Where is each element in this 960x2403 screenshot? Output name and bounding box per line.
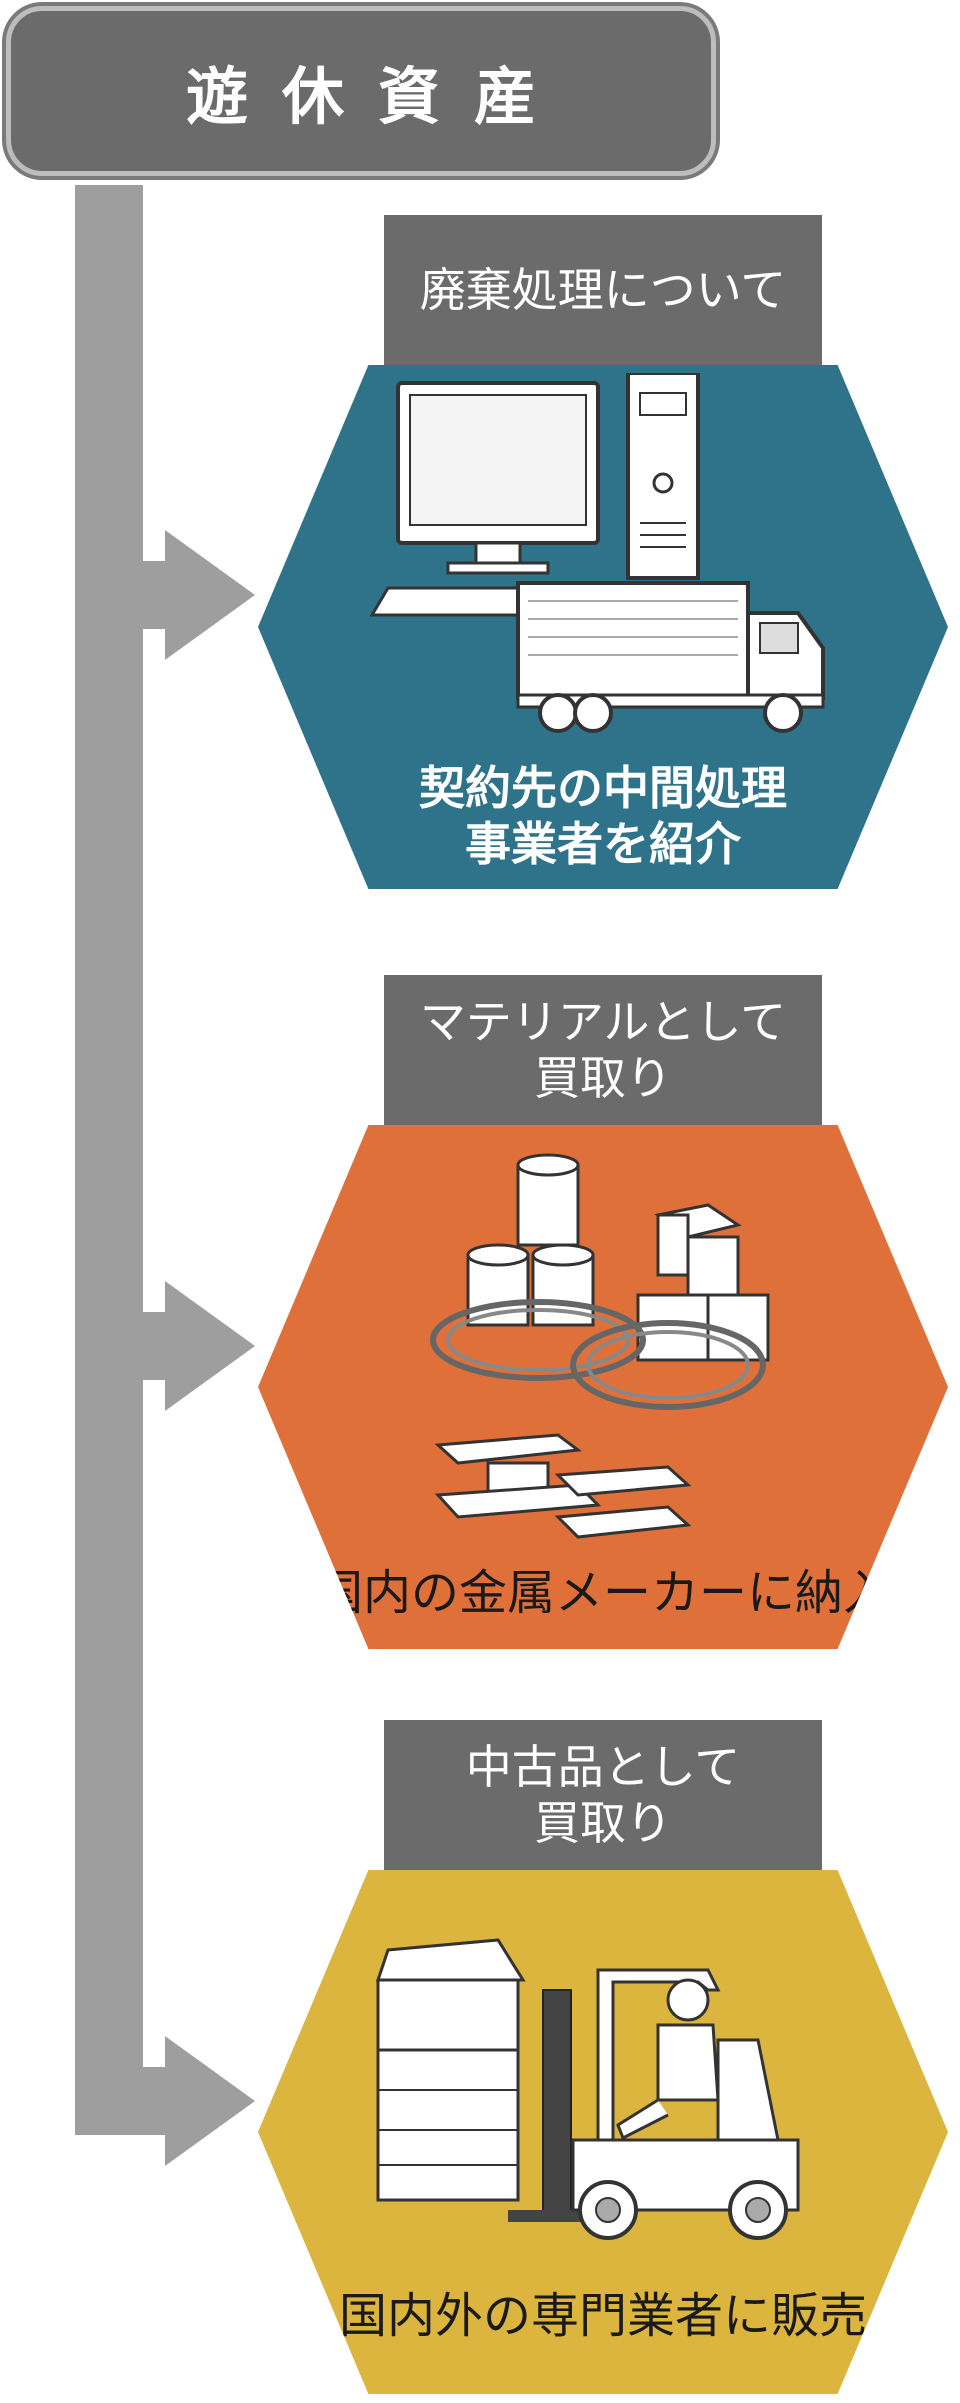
flow-spine (75, 185, 143, 2135)
flow-arrowhead-2 (165, 1281, 255, 1411)
flow-branch-1 (75, 561, 175, 629)
section-3-label: 中古品として 買取り (384, 1720, 822, 1870)
section-1-label: 廃棄処理について (384, 215, 822, 365)
section-2-hexagon: 国内の金属メーカーに納入 (258, 1125, 948, 1649)
metal-materials-icon (430, 1153, 770, 1539)
section-2-caption: 国内の金属メーカーに納入 (314, 1565, 891, 1621)
section-3-hexagon: 国内外の専門業者に販売 (258, 1870, 948, 2394)
title-box: 遊休資産 (6, 6, 716, 176)
flow-arrowhead-1 (165, 530, 255, 660)
computer-and-truck-icon (369, 373, 825, 733)
section-1-hexagon: 契約先の中間処理 事業者を紹介 (258, 365, 948, 889)
page-title: 遊休資産 (185, 60, 570, 133)
section-3-caption: 国内外の専門業者に販売 (338, 2288, 867, 2344)
section-1-caption: 契約先の中間処理 事業者を紹介 (419, 761, 787, 871)
flow-arrowhead-3 (165, 2036, 255, 2166)
flow-branch-2 (75, 1312, 175, 1380)
flow-branch-3 (75, 2067, 175, 2135)
section-2-label: マテリアルとして 買取り (384, 975, 822, 1125)
copier-and-forklift-icon (375, 1938, 800, 2240)
